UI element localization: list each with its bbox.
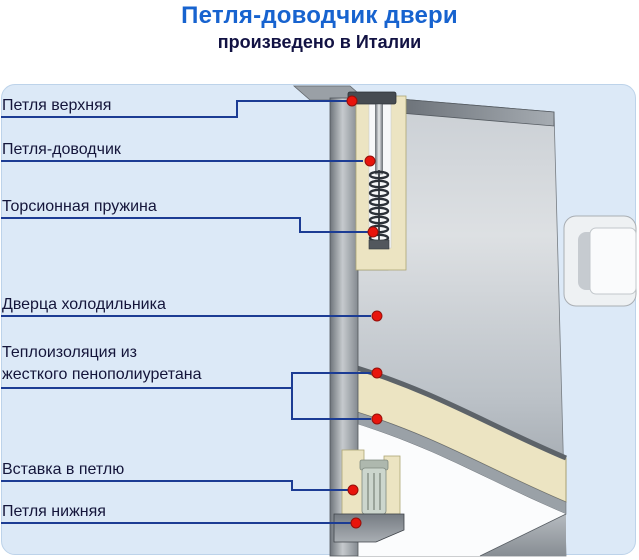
callout-label-text: Дверца холодильника (2, 296, 166, 313)
closer-rod (375, 103, 383, 175)
callout-label-torsion-spring: Торсионная пружина (2, 196, 157, 218)
page-subtitle: произведено в Италии (217, 32, 422, 52)
cutaway-top-edge (356, 365, 567, 461)
callout-label-insulation: Теплоизоляция из жесткого пенополиуретан… (2, 342, 201, 386)
callout-label-text: Теплоизоляция из (2, 344, 137, 361)
spring-base (368, 239, 390, 250)
cutaway-void (357, 424, 566, 556)
spring-coil (368, 188, 390, 198)
door-handle-grip (589, 227, 637, 295)
callout-dot-insulation-lower (371, 413, 383, 425)
callout-dot-insulation-upper (371, 367, 383, 379)
callout-label-text: Вставка в петлю (2, 461, 125, 478)
callout-label-text: Петля верхняя (2, 97, 112, 114)
spring-coil (368, 197, 390, 207)
hinge-insert-ribs (367, 473, 381, 510)
callout-line-insulation (1, 372, 371, 420)
spring-coil (368, 179, 390, 189)
callout-label-upper-hinge: Петля верхняя (2, 95, 111, 117)
callout-label-text: жесткого пенополиуретана (2, 366, 202, 383)
callout-label-lower-hinge: Петля нижняя (2, 501, 106, 523)
spring-coil (368, 206, 390, 216)
spring-coil (368, 170, 390, 180)
callout-line-torsion-spring (1, 217, 368, 233)
callout-dot-fridge-door (371, 310, 383, 322)
callout-dot-door-closer (364, 155, 376, 167)
page-title: Петля-доводчик двери (181, 2, 458, 29)
callout-line-upper-hinge (1, 100, 347, 118)
door-bottom-shadow (479, 513, 567, 557)
callout-label-text: Торсионная пружина (2, 198, 157, 215)
foam-block-lower-left (341, 449, 365, 515)
callout-label-text: Петля нижняя (2, 503, 106, 520)
callout-label-door-closer: Петля-доводчик (2, 139, 121, 161)
callout-label-hinge-insert: Вставка в петлю (2, 459, 124, 481)
callout-dot-torsion-spring (367, 226, 379, 238)
spring-coil (368, 215, 390, 225)
callout-line-hinge-insert (1, 480, 348, 491)
callout-label-text: Петля-доводчик (2, 141, 121, 158)
callout-dot-hinge-insert (347, 484, 359, 496)
callout-label-fridge-door: Дверца холодильника (2, 294, 166, 316)
callout-dot-lower-hinge (350, 517, 362, 529)
callout-dot-upper-hinge (346, 95, 358, 107)
